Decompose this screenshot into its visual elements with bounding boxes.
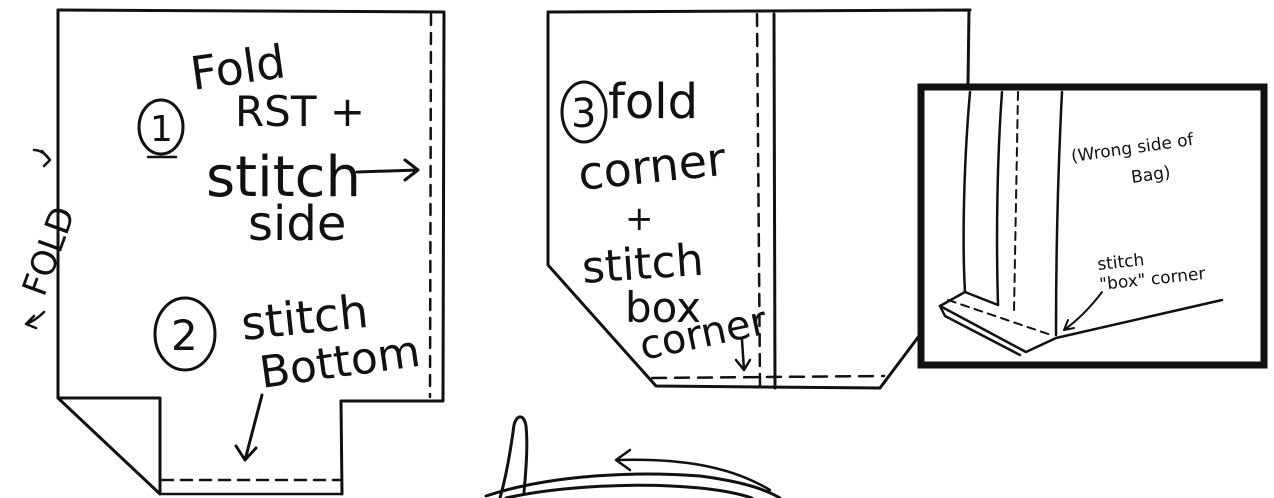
step-2-number: 2 xyxy=(171,311,198,360)
step-1-line-2: RST + xyxy=(235,87,365,136)
fold-bottom-arrow xyxy=(26,312,44,328)
step-1-line-4: side xyxy=(248,196,346,252)
step-2-arrow xyxy=(236,395,262,460)
step-1-arrow xyxy=(357,160,418,180)
fold-side-label: FOLD xyxy=(15,201,84,301)
panel-2-box-corner: 3 fold corner + stitch box corner xyxy=(548,10,970,388)
panel-3-handle-partial xyxy=(486,417,780,498)
panel-1-bag-piece: FOLD 1 Fold RST + stitch side 2 stitch B… xyxy=(15,10,444,494)
fold-top-arrow xyxy=(34,150,50,166)
inset-closeup: (Wrong side of Bag) stitch "box" corner xyxy=(921,87,1264,365)
step-3-line-2: corner xyxy=(576,132,729,201)
center-fold-line xyxy=(774,14,775,388)
box-corner-stitch-line xyxy=(652,376,884,378)
step-3-line-3: + xyxy=(625,199,654,239)
step-3-number: 3 xyxy=(571,91,596,137)
side-seam-stitch-line xyxy=(430,14,431,397)
step-1-number: 1 xyxy=(150,109,173,150)
step-3-line-1: fold xyxy=(608,74,698,130)
bag-top-curve-2 xyxy=(506,485,752,498)
